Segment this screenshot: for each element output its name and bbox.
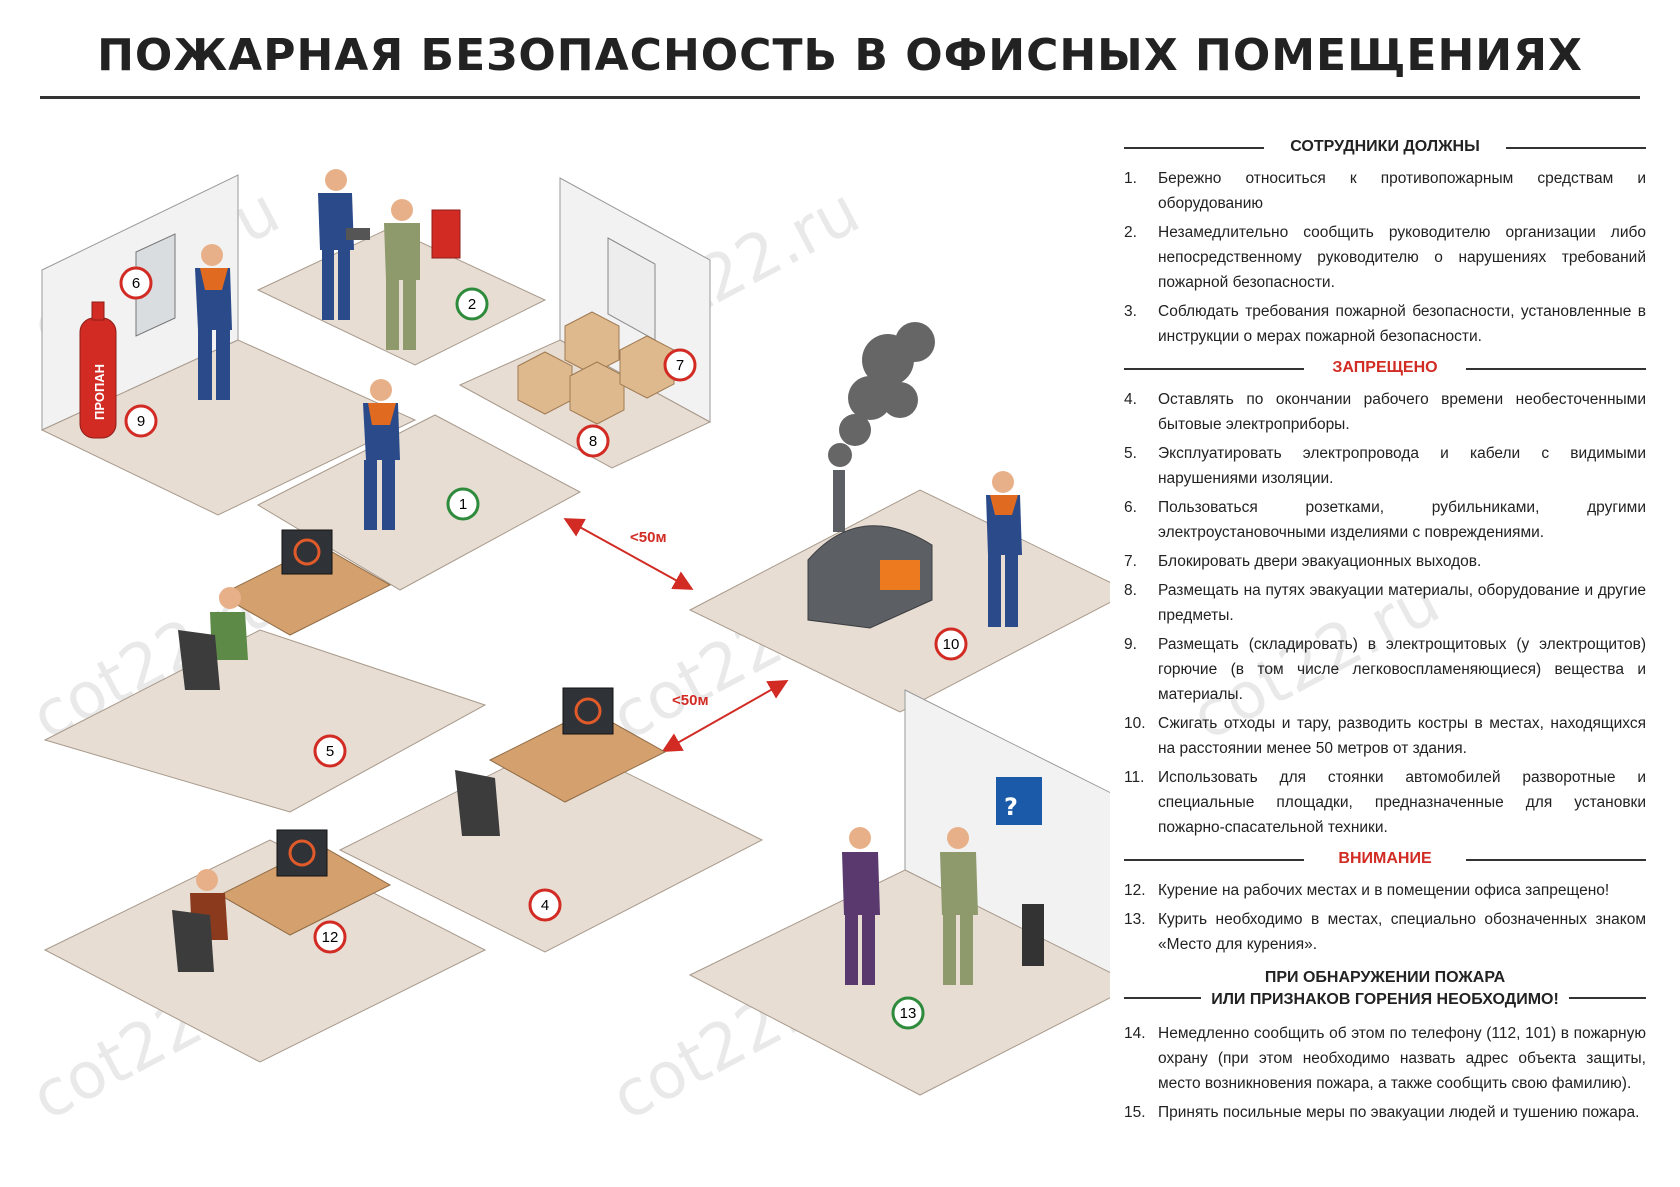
section-title-attention: ВНИМАНИЕ [1328,846,1442,872]
badge-12: 12 [313,920,347,954]
office-chair [178,630,220,690]
svg-text:4: 4 [541,897,549,914]
furnace [807,525,933,629]
list-item: 3.Соблюдать требования пожарной безопасн… [1124,303,1646,345]
svg-text:2: 2 [468,296,476,313]
svg-text:7: 7 [676,357,684,374]
badge-2: 2 [455,287,489,321]
outdoor-burning [688,322,1110,713]
corridor [256,379,582,591]
badge-7: 7 [663,348,697,382]
badge-8: 8 [576,424,610,458]
list-item: 9.Размещать (складировать) в электрощито… [1124,636,1646,703]
smoking-place-sign-icon [996,777,1042,825]
office-chair [172,910,214,972]
office-desk-5 [43,529,487,813]
distance-label: <50м [672,692,709,709]
list-item: 5.Эксплуатировать электропровода и кабел… [1124,445,1646,487]
title-underline [40,96,1640,99]
isometric-illustration: ПРОПАН [40,169,1110,1096]
chimney [833,470,845,532]
office-chair [455,770,500,836]
electrical-panel [135,233,176,337]
office-desk-12 [43,829,487,1063]
section-heading: ВНИМАНИЕ [1124,846,1646,872]
list-item: 10.Сжигать отходы и тару, разводить кост… [1124,715,1646,757]
smoke-cloud [828,322,935,467]
svg-text:8: 8 [589,433,597,450]
svg-text:1: 1 [459,496,467,513]
list-item: 4.Оставлять по окончании рабочего времен… [1124,391,1646,433]
svg-text:9: 9 [137,413,145,430]
list-item: 8.Размещать на путях эвакуации материалы… [1124,582,1646,624]
monitor-logo [293,538,321,566]
inspector-with-tablet [318,169,370,320]
worker-at-panel [195,244,232,400]
employee-olive [384,199,420,350]
man-in-purple-suit [842,827,880,985]
list-item: 2.Незамедлительно сообщить руководителю … [1124,224,1646,291]
svg-text:13: 13 [900,1005,917,1022]
badge-6: 6 [119,266,153,300]
svg-text:12: 12 [322,929,339,946]
section-title-duties: СОТРУДНИКИ ДОЛЖНЫ [1280,134,1490,160]
smoking-area: ? [688,689,1110,1096]
svg-text:6: 6 [132,275,140,292]
monitor [281,529,333,575]
furnace-fire [880,560,920,590]
list-item: 15.Принять посильные меры по эвакуации л… [1124,1104,1640,1121]
badge-1: 1 [446,487,480,521]
fire-hose-cabinet [431,209,461,259]
badge-9: 9 [124,404,158,438]
list-item: 6.Пользоваться розетками, рубильниками, … [1124,499,1646,541]
room-electrical: ПРОПАН [40,174,417,516]
employee-seated [210,587,248,660]
badge-13: 13 [891,996,925,1030]
list-item: 7.Блокировать двери эвакуационных выходо… [1124,553,1482,570]
list-item: 13.Курить необходимо в местах, специальн… [1124,911,1646,953]
svg-text:10: 10 [943,636,960,653]
section-title-forbidden: ЗАПРЕЩЕНО [1322,355,1448,381]
employee-standing [986,471,1022,627]
badge-4: 4 [528,888,562,922]
distance-label: <50м [630,529,667,546]
cardboard-boxes [517,311,675,425]
monitor-logo [288,839,316,867]
svg-text:5: 5 [326,743,334,760]
desk [488,709,667,803]
distance-arrow [661,680,789,752]
ash-bin [1022,904,1044,966]
rules-panel: СОТРУДНИКИ ДОЛЖНЫ 1.Бережно относиться к… [1124,128,1646,1129]
list-item: 1.Бережно относиться к противопожарным с… [1124,170,1646,212]
propane-label: ПРОПАН [92,364,107,420]
office-desk-4 [338,687,764,953]
propane-cylinder: ПРОПАН [79,301,117,439]
badge-10: 10 [934,627,968,661]
distance-arrow [563,518,694,590]
man-in-olive-suit [940,827,978,985]
employee-walking [363,379,400,530]
monitor [276,829,328,877]
monitor [562,687,614,735]
page-title: ПОЖАРНАЯ БЕЗОПАСНОСТЬ В ОФИСНЫХ ПОМЕЩЕНИ… [97,30,1583,81]
monitor-logo [574,697,602,725]
list-item: 14.Немедленно сообщить об этом по телефо… [1124,1025,1646,1092]
badge-5: 5 [313,734,347,768]
room-inspection [256,169,547,366]
section-heading: СОТРУДНИКИ ДОЛЖНЫ [1124,134,1646,160]
section-heading: ЗАПРЕЩЕНО [1124,355,1646,381]
list-item: 12.Курение на рабочих местах и в помещен… [1124,882,1610,899]
list-item: 11.Использовать для стоянки автомобилей … [1124,769,1646,836]
svg-text:?: ? [1004,793,1018,821]
